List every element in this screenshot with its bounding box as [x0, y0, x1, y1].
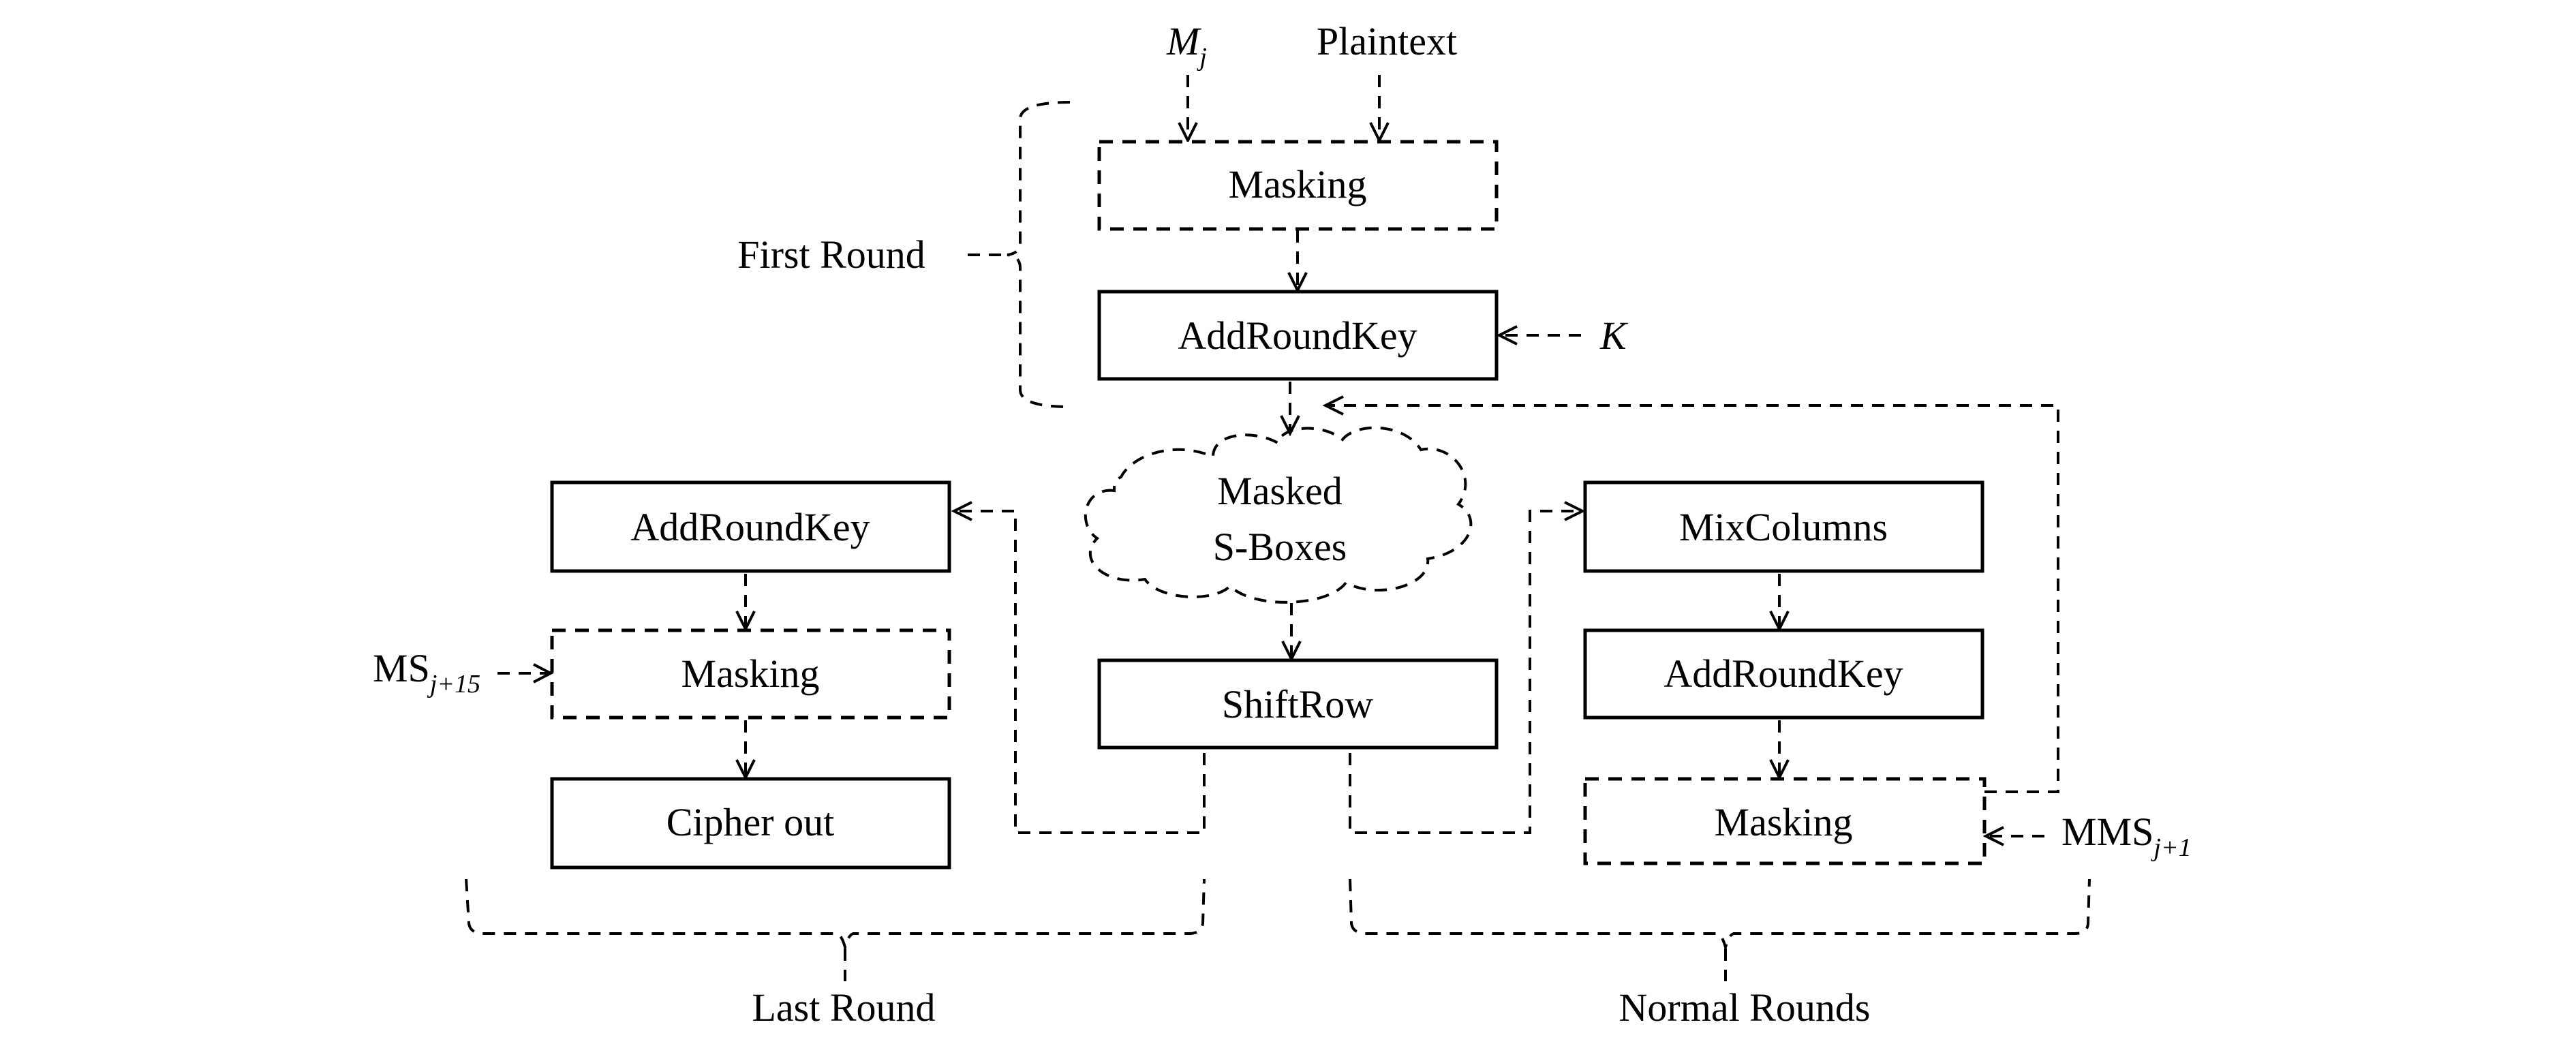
shiftrow-label: ShiftRow: [1222, 682, 1373, 726]
masked-sboxes-cloud: [1084, 426, 1473, 604]
arrowhead: [1280, 415, 1300, 437]
last-round-bracket: [465, 878, 1206, 953]
last-round-label: Last Round: [752, 985, 935, 1030]
mask-input-label: Mj: [1166, 19, 1207, 72]
cipher-out-box: [550, 777, 951, 870]
normal-round-masking-box: [1583, 777, 1987, 865]
cipher-out-label: Cipher out: [666, 800, 834, 844]
sbox-label-line1: Masked: [1217, 469, 1343, 513]
first-round-label: First Round: [737, 232, 925, 277]
normal-round-addroundkey-box: [1583, 628, 1984, 720]
normal-rounds-label: Normal Rounds: [1619, 985, 1871, 1030]
first-round-bracket: [1007, 101, 1071, 408]
arrowhead: [1322, 395, 1344, 416]
arrowhead: [1496, 325, 1518, 345]
feedback-loop-path: [1325, 404, 2059, 793]
last-round-addroundkey-label: AddRoundKey: [630, 505, 870, 549]
sbox-label-line2: S-Boxes: [1213, 525, 1347, 569]
last-round-masking-box: [550, 628, 951, 720]
shiftrow-to-mixcolumns-path: [1349, 510, 1582, 834]
last-round-masking-label: Masking: [681, 651, 820, 696]
ms-input-label: MSj+15: [373, 646, 480, 698]
mixcolumns-label: MixColumns: [1679, 505, 1888, 549]
normal-round-addroundkey-label: AddRoundKey: [1663, 651, 1903, 696]
plaintext-label: Plaintext: [1317, 19, 1457, 63]
first-round-masking-label: Masking: [1229, 162, 1367, 206]
last-round-addroundkey-box: [550, 480, 951, 573]
normal-round-masking-label: Masking: [1715, 800, 1853, 844]
first-round-addroundkey-label: AddRoundKey: [1178, 313, 1417, 358]
normal-rounds-bracket: [1349, 878, 2091, 953]
key-label: K: [1599, 313, 1629, 358]
shiftrow-to-last-round-path: [954, 510, 1206, 834]
first-round-masking-box: [1097, 140, 1499, 231]
arrowhead: [1178, 122, 1198, 144]
mixcolumns-box: [1583, 480, 1984, 573]
shiftrow-box: [1097, 658, 1499, 750]
mms-input-label: MMSj+1: [2061, 810, 2192, 862]
arrowhead: [1564, 501, 1586, 521]
arrowhead: [951, 501, 972, 521]
arrowhead: [533, 663, 554, 683]
arrowhead: [1982, 826, 2004, 846]
